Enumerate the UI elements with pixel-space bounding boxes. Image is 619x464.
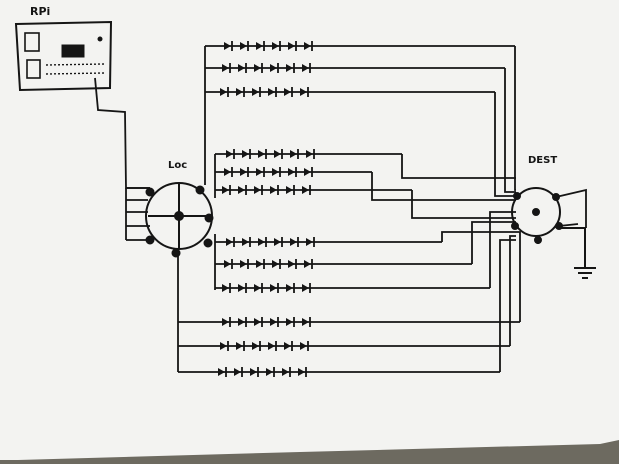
diode-icon xyxy=(272,259,281,269)
dest-feed-wire xyxy=(494,92,516,197)
diode-icon xyxy=(290,149,299,159)
diode-icon xyxy=(258,149,267,159)
diode-icon xyxy=(304,259,313,269)
dest-right-wire xyxy=(558,223,579,227)
diode-icon xyxy=(242,237,251,247)
diode-icon xyxy=(222,185,231,195)
wire-network xyxy=(125,45,587,373)
dest-feed-wire xyxy=(471,221,516,264)
diode-icon xyxy=(274,237,283,247)
diode-icon xyxy=(242,149,251,159)
diode-array xyxy=(218,41,315,377)
diode-icon xyxy=(270,283,279,293)
diode-icon xyxy=(222,63,231,73)
diode-icon xyxy=(238,317,247,327)
diode-icon xyxy=(274,149,283,159)
dest-feed-wire xyxy=(371,172,516,201)
diode-icon xyxy=(220,341,229,351)
raspberry-pi-board-icon xyxy=(14,20,113,92)
diode-icon xyxy=(254,185,263,195)
dest-feed-wire xyxy=(401,154,516,179)
dest-feed-wire xyxy=(499,239,516,372)
diode-icon xyxy=(234,367,243,377)
diode-icon xyxy=(252,87,261,97)
diode-icon xyxy=(298,367,307,377)
diode-icon xyxy=(252,341,261,351)
diode-icon xyxy=(240,41,249,51)
diode-icon xyxy=(304,167,313,177)
diode-icon xyxy=(270,185,279,195)
diode-icon xyxy=(284,87,293,97)
ground-icon xyxy=(560,227,596,279)
loc-rotary-switch-icon xyxy=(145,182,214,258)
diode-icon xyxy=(300,87,309,97)
dest-feed-wire xyxy=(509,235,516,346)
diode-icon xyxy=(266,367,275,377)
dest-feed-wire xyxy=(411,190,516,219)
diode-icon xyxy=(288,41,297,51)
diode-icon xyxy=(302,317,311,327)
diode-icon xyxy=(254,63,263,73)
dest-right-wire xyxy=(555,188,587,228)
diode-icon xyxy=(226,237,235,247)
diode-icon xyxy=(256,41,265,51)
diode-icon xyxy=(302,185,311,195)
diode-icon xyxy=(222,283,231,293)
diode-icon xyxy=(240,167,249,177)
diode-icon xyxy=(288,167,297,177)
dest-feed-wire xyxy=(489,211,516,288)
diode-icon xyxy=(302,283,311,293)
diode-icon xyxy=(224,41,233,51)
loc-label: Loc xyxy=(168,160,187,171)
dest-feed-wire xyxy=(441,231,516,242)
diode-icon xyxy=(286,317,295,327)
diode-icon xyxy=(238,185,247,195)
diode-icon xyxy=(254,283,263,293)
diode-icon xyxy=(236,341,245,351)
diode-icon xyxy=(302,63,311,73)
diode-icon xyxy=(236,87,245,97)
diode-icon xyxy=(256,167,265,177)
diode-icon xyxy=(286,185,295,195)
diode-icon xyxy=(300,341,309,351)
diode-icon xyxy=(272,41,281,51)
diode-icon xyxy=(290,237,299,247)
diode-icon xyxy=(224,167,233,177)
diode-icon xyxy=(270,317,279,327)
diode-icon xyxy=(222,317,231,327)
diode-icon xyxy=(238,283,247,293)
diode-icon xyxy=(306,237,315,247)
diode-icon xyxy=(256,259,265,269)
diode-icon xyxy=(226,149,235,159)
diode-icon xyxy=(250,367,259,377)
diode-icon xyxy=(304,41,313,51)
dest-feed-wire xyxy=(516,231,521,322)
diode-icon xyxy=(240,259,249,269)
diode-icon xyxy=(268,87,277,97)
diode-icon xyxy=(272,167,281,177)
diode-icon xyxy=(306,149,315,159)
diode-icon xyxy=(282,367,291,377)
dest-feed-wire xyxy=(504,68,516,193)
diode-icon xyxy=(268,341,277,351)
diode-icon xyxy=(218,367,227,377)
dest-feed-wire xyxy=(514,46,516,191)
diode-icon xyxy=(238,63,247,73)
diode-icon xyxy=(286,63,295,73)
diode-icon xyxy=(258,237,267,247)
rpi-label: RPi xyxy=(30,5,50,18)
dest-label: DEST xyxy=(528,155,557,166)
diode-icon xyxy=(286,283,295,293)
diode-icon xyxy=(220,87,229,97)
diode-icon xyxy=(270,63,279,73)
diode-icon xyxy=(288,259,297,269)
diode-icon xyxy=(284,341,293,351)
diode-icon xyxy=(224,259,233,269)
diode-icon xyxy=(254,317,263,327)
